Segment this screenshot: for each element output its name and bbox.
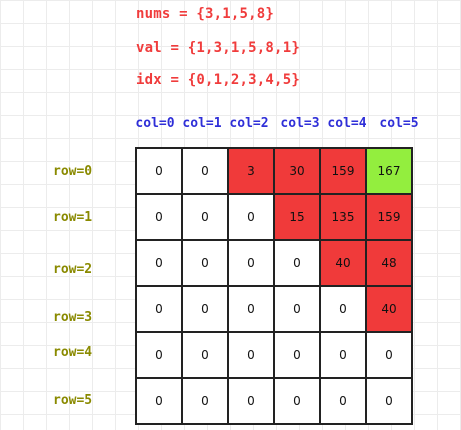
table-cell-r0-c2: 3 bbox=[229, 149, 275, 195]
row-label-3: row=3 bbox=[53, 310, 93, 325]
col-label-5: col=5 bbox=[379, 116, 419, 131]
table-cell-r1-c2: 0 bbox=[229, 195, 275, 241]
table-cell-r4-c1: 0 bbox=[183, 333, 229, 379]
table-cell-r2-c2: 0 bbox=[229, 241, 275, 287]
table-cell-r1-c4: 135 bbox=[321, 195, 367, 241]
table-cell-r3-c1: 0 bbox=[183, 287, 229, 333]
table-cell-r4-c0: 0 bbox=[137, 333, 183, 379]
table-cell-r5-c2: 0 bbox=[229, 379, 275, 425]
nums-definition: nums = {3,1,5,8} bbox=[136, 6, 275, 22]
table-cell-r4-c2: 0 bbox=[229, 333, 275, 379]
col-label-3: col=3 bbox=[280, 116, 320, 131]
table-cell-r5-c1: 0 bbox=[183, 379, 229, 425]
row-label-5: row=5 bbox=[53, 393, 93, 408]
table-cell-r4-c5: 0 bbox=[367, 333, 413, 379]
table-cell-r1-c5: 159 bbox=[367, 195, 413, 241]
row-label-4: row=4 bbox=[53, 345, 93, 360]
table-cell-r2-c1: 0 bbox=[183, 241, 229, 287]
table-cell-r4-c3: 0 bbox=[275, 333, 321, 379]
table-cell-r3-c2: 0 bbox=[229, 287, 275, 333]
table-cell-r0-c4: 159 bbox=[321, 149, 367, 195]
table-cell-r1-c3: 15 bbox=[275, 195, 321, 241]
col-label-2: col=2 bbox=[229, 116, 269, 131]
table-cell-r2-c4: 40 bbox=[321, 241, 367, 287]
val-definition: val = {1,3,1,5,8,1} bbox=[136, 40, 300, 56]
table-cell-r1-c0: 0 bbox=[137, 195, 183, 241]
row-label-2: row=2 bbox=[53, 262, 93, 277]
table-cell-r5-c3: 0 bbox=[275, 379, 321, 425]
table-cell-r0-c5: 167 bbox=[367, 149, 413, 195]
table-cell-r4-c4: 0 bbox=[321, 333, 367, 379]
table-cell-r3-c4: 0 bbox=[321, 287, 367, 333]
row-label-0: row=0 bbox=[53, 164, 93, 179]
table-cell-r5-c5: 0 bbox=[367, 379, 413, 425]
idx-definition: idx = {0,1,2,3,4,5} bbox=[136, 72, 300, 88]
col-label-0: col=0 bbox=[135, 116, 175, 131]
table-cell-r2-c0: 0 bbox=[137, 241, 183, 287]
table-cell-r0-c0: 0 bbox=[137, 149, 183, 195]
col-label-4: col=4 bbox=[327, 116, 367, 131]
table-cell-r3-c3: 0 bbox=[275, 287, 321, 333]
col-label-1: col=1 bbox=[182, 116, 222, 131]
table-cell-r3-c0: 0 bbox=[137, 287, 183, 333]
table-cell-r5-c4: 0 bbox=[321, 379, 367, 425]
table-cell-r0-c1: 0 bbox=[183, 149, 229, 195]
table-cell-r3-c5: 40 bbox=[367, 287, 413, 333]
row-label-1: row=1 bbox=[53, 210, 93, 225]
table-cell-r2-c3: 0 bbox=[275, 241, 321, 287]
table-cell-r1-c1: 0 bbox=[183, 195, 229, 241]
table-cell-r0-c3: 30 bbox=[275, 149, 321, 195]
table-cell-r2-c5: 48 bbox=[367, 241, 413, 287]
table-cell-r5-c0: 0 bbox=[137, 379, 183, 425]
